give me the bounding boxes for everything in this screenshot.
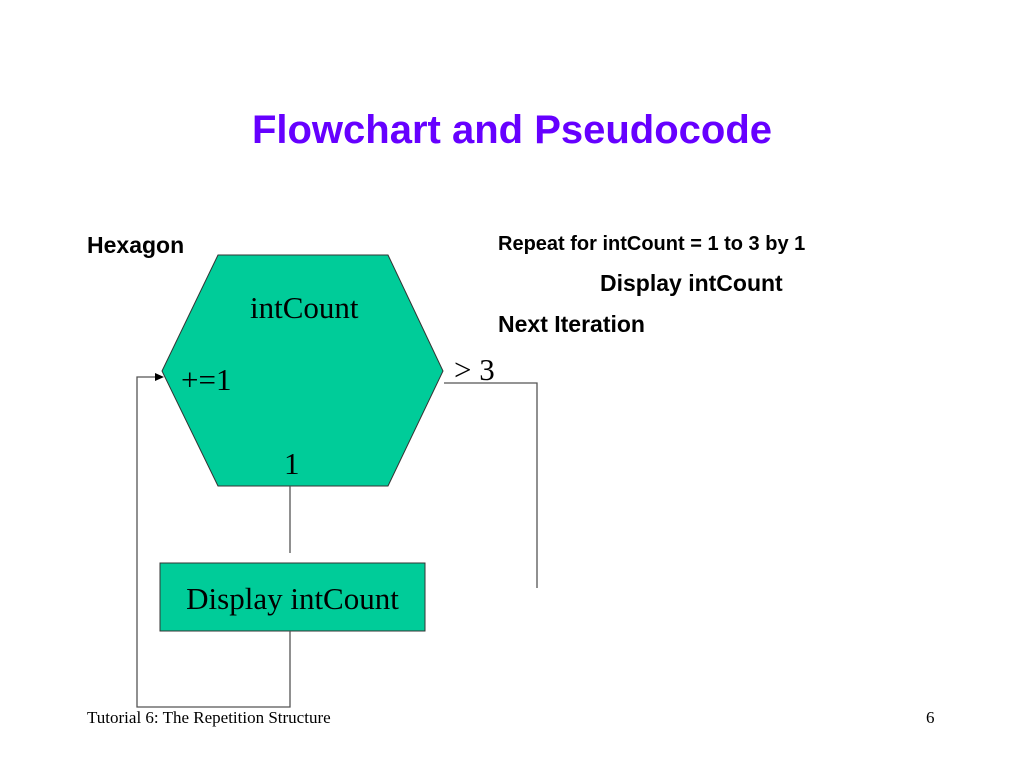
page-number: 6 <box>926 708 935 727</box>
loop-back-connector <box>136 376 291 708</box>
slide-title: Flowchart and Pseudocode <box>251 108 773 152</box>
process-box-text: Display intCount <box>186 581 399 616</box>
pseudocode-line-3: Next Iteration <box>498 311 645 337</box>
footer-text: Tutorial 6: The Repetition Structure <box>87 708 331 727</box>
hexagon-variable-text: intCount <box>250 290 359 325</box>
hexagon-end-text: > 3 <box>454 352 495 387</box>
pseudocode-line-2: Display intCount <box>600 270 783 296</box>
hexagon-start-text: 1 <box>284 446 300 481</box>
hexagon-shape <box>161 254 444 487</box>
process-box-shape <box>159 562 426 632</box>
exit-connector <box>444 382 538 588</box>
arrowhead-icon <box>155 373 164 381</box>
hexagon-step-text: +=1 <box>181 362 232 397</box>
hexagon-label: Hexagon <box>87 232 185 258</box>
pseudocode-line-1: Repeat for intCount = 1 to 3 by 1 <box>498 233 806 255</box>
